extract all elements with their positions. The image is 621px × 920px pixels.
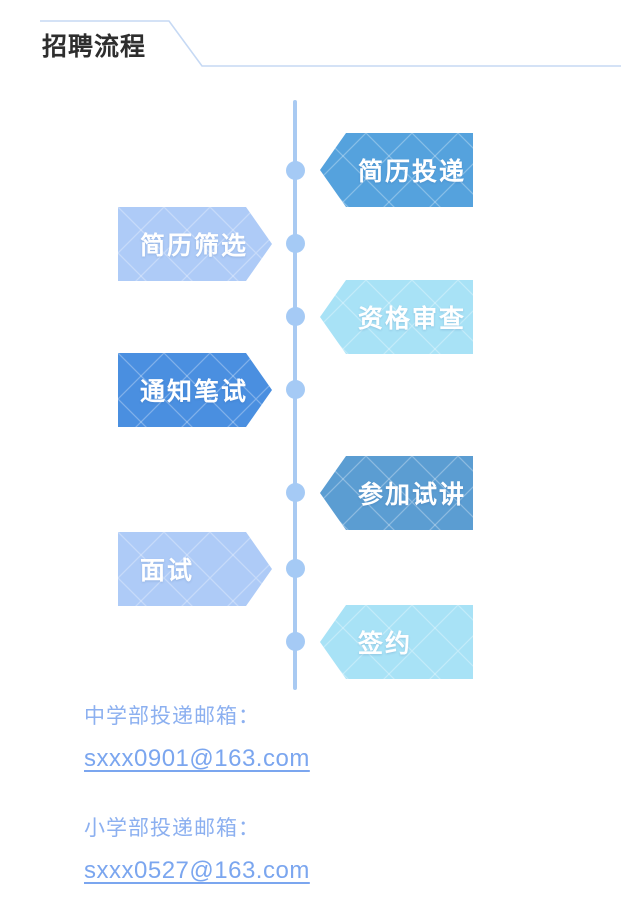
contact-email-link[interactable]: sxxx0901@163.com [84,745,310,772]
badge-shape [320,605,473,679]
flow-step-label: 签约 [358,630,413,658]
badge-shape [320,456,473,530]
badge-shape [320,280,473,354]
timeline-dot [285,233,305,253]
header: 招聘流程 [0,0,621,90]
header-decorative-rule [40,20,621,67]
flow-step-label: 面试 [140,557,195,585]
flow-step-label: 简历投递 [358,158,467,186]
contact-email-link[interactable]: sxxx0527@163.com [84,857,310,884]
timeline-dot [285,631,305,651]
flow-step-label: 资格审查 [358,305,467,333]
flow-step-badge: 签约 [320,605,473,679]
timeline-dot [285,306,305,326]
contact-caption: 小学部投递邮箱： [84,817,260,840]
page-title: 招聘流程 [42,33,147,61]
flow-step-badge: 面试 [118,532,272,606]
contact-block: 小学部投递邮箱： sxxx0527@163.com [84,812,310,885]
contact-caption: 中学部投递邮箱： [84,705,260,728]
badge-shape [118,207,272,281]
timeline-dot [285,482,305,502]
timeline-dot [285,558,305,578]
flow-step-badge: 简历投递 [320,133,473,207]
timeline-dot [285,160,305,180]
flow-step-badge: 通知笔试 [118,353,272,427]
badge-shape [118,532,272,606]
badge-shape [320,133,473,207]
timeline-dot [285,379,305,399]
badge-shape [118,353,272,427]
flow-step-label: 通知笔试 [140,378,249,406]
flow-step-badge: 参加试讲 [320,456,473,530]
flow-step-badge: 资格审查 [320,280,473,354]
flow-step-label: 参加试讲 [358,481,467,509]
flow-step-label: 简历筛选 [140,232,249,260]
contact-block: 中学部投递邮箱： sxxx0901@163.com [84,700,310,773]
flow-step-badge: 简历筛选 [118,207,272,281]
